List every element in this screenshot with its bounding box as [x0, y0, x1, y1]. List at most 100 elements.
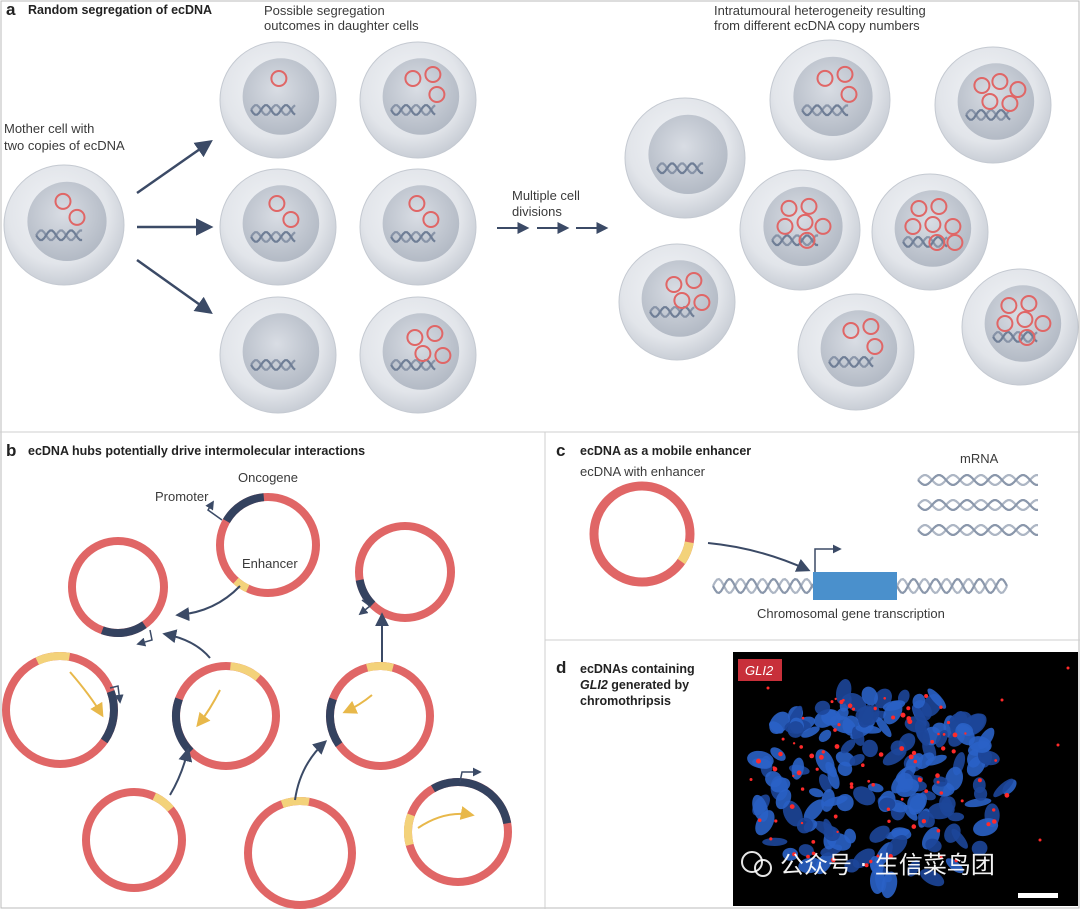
helix-strand — [250, 231, 296, 243]
gli2-fish-spot — [799, 745, 803, 749]
gli2-fish-spot — [942, 733, 946, 736]
ecdna-circle — [426, 325, 444, 343]
chromosome-blob — [925, 754, 947, 766]
chromosome-blob — [849, 754, 865, 766]
enhancer-segment — [404, 813, 415, 846]
ring-c2 — [244, 797, 356, 909]
chromosome-blob — [916, 730, 930, 744]
oncogene-segment — [100, 621, 147, 637]
helix-strand — [712, 577, 814, 595]
chromosome-blob — [840, 739, 856, 754]
ecdna-circle — [796, 213, 814, 231]
rings-layer — [2, 493, 512, 909]
gli2-fish-spot — [861, 763, 865, 767]
helix-strand — [390, 231, 436, 243]
watermark-text: 公众号 · 生信菜鸟团 — [780, 851, 995, 879]
gli2-fish-spot — [766, 686, 770, 690]
gli2-fish-spot — [789, 804, 795, 809]
chromosome-blob — [912, 693, 926, 709]
gli2-fish-spot — [924, 789, 929, 793]
gli2-fish-spot — [830, 700, 834, 704]
ecdna-circle — [693, 294, 711, 312]
ecdna-circle — [673, 292, 691, 310]
helix-strand — [250, 104, 296, 116]
ecdna-circle — [798, 231, 816, 249]
helix-strand — [390, 104, 436, 116]
nucleus — [382, 313, 460, 390]
ecdna-circle — [282, 211, 300, 229]
helix-strand — [250, 359, 296, 371]
ecdna-ring — [68, 537, 168, 637]
ecdna-circle — [1016, 311, 1034, 329]
chromosome-blob — [762, 837, 788, 847]
chromosome-dna — [902, 236, 948, 248]
ecdna-circle — [54, 192, 72, 210]
helix-strand — [35, 229, 83, 242]
gli2-fish-spot — [871, 783, 875, 787]
nucleus — [242, 58, 320, 135]
gli2-fish-spot — [1066, 666, 1070, 670]
chromosome-blob — [844, 828, 856, 844]
daughter-cell — [219, 41, 337, 159]
enhancer-segment — [229, 662, 261, 681]
daughter-cell — [359, 41, 477, 159]
helix-strand — [649, 306, 695, 318]
tumour-cell — [934, 46, 1052, 164]
gli2-fish-spot — [833, 728, 837, 732]
gli2-fish-spot — [936, 780, 940, 784]
chromosome-blob — [879, 797, 896, 811]
ecdna-circle — [1000, 297, 1018, 315]
ecdna-circle — [973, 77, 991, 95]
chromosome-dna — [250, 231, 296, 243]
ecdna-circle — [862, 318, 880, 336]
gli2-fish-spot — [757, 818, 762, 822]
nucleus — [648, 114, 728, 194]
interaction-arrow-2 — [162, 629, 211, 659]
panel-c: c ecDNA as a mobile enhancer ecDNA with … — [556, 441, 1038, 621]
tumour-cell — [797, 293, 915, 411]
helix-strand — [771, 234, 819, 247]
nucleus — [27, 181, 107, 261]
chromosome-blob — [782, 847, 799, 861]
enhancer-action-arrow — [707, 542, 811, 572]
helix-strand — [917, 499, 1038, 511]
ecdna-circle — [406, 329, 424, 347]
chromosome-blob — [798, 857, 823, 874]
helix-strand — [390, 359, 436, 371]
enhancer-segment — [152, 792, 174, 812]
nucleus — [763, 186, 843, 266]
ecdna-circle — [665, 276, 683, 294]
gli2-fish-spot — [873, 706, 877, 711]
oncogene-label: Oncogene — [238, 470, 298, 485]
gli2-fish-spot — [939, 705, 943, 709]
chromosome-blob — [770, 747, 786, 761]
chromosome-dna — [992, 331, 1038, 343]
ecdna-circle — [930, 198, 948, 216]
promoter-arrow — [136, 629, 153, 647]
gli2-fish-spot — [939, 855, 943, 860]
ecdna-circle — [904, 218, 922, 236]
ring-b2 — [171, 662, 280, 770]
gli2-fish-spot — [774, 819, 778, 823]
chromosome-blob — [869, 855, 884, 875]
ecdna-circle — [800, 197, 818, 215]
chromosome-blob — [973, 818, 999, 837]
helix-strand — [896, 577, 1008, 595]
enhancer-segment — [233, 577, 250, 593]
chromosome-blob — [775, 789, 792, 810]
ecdna-circle — [814, 217, 832, 235]
ecdna-ring — [82, 788, 186, 892]
gli2-fish-spot — [886, 807, 891, 811]
chromosome-blob — [933, 776, 948, 787]
gli2-fish-spot — [977, 778, 982, 783]
helix-strand — [828, 356, 874, 368]
gli2-fish-spot — [834, 744, 840, 749]
oncogene-segment — [355, 579, 376, 608]
ecdna-circle — [1009, 81, 1027, 99]
gli2-fish-spot — [992, 819, 997, 824]
wechat-icon — [741, 851, 763, 873]
gli2-fish-spot — [960, 799, 964, 803]
enhancer-segment — [366, 662, 394, 672]
helix-strand — [917, 474, 1038, 486]
helix-strand — [250, 104, 296, 116]
